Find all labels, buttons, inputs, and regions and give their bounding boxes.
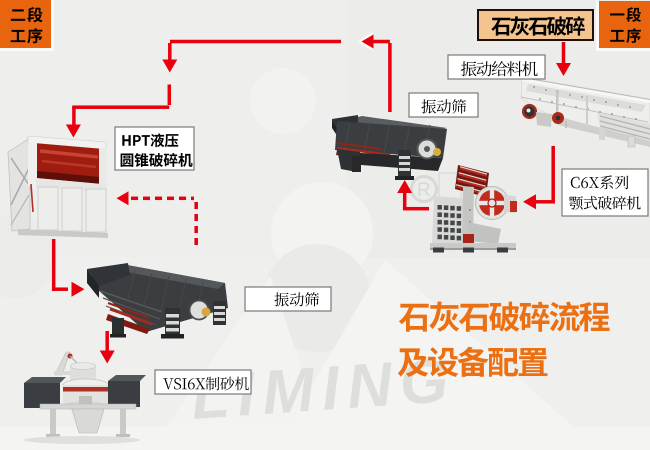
svg-text:R: R <box>417 180 431 201</box>
